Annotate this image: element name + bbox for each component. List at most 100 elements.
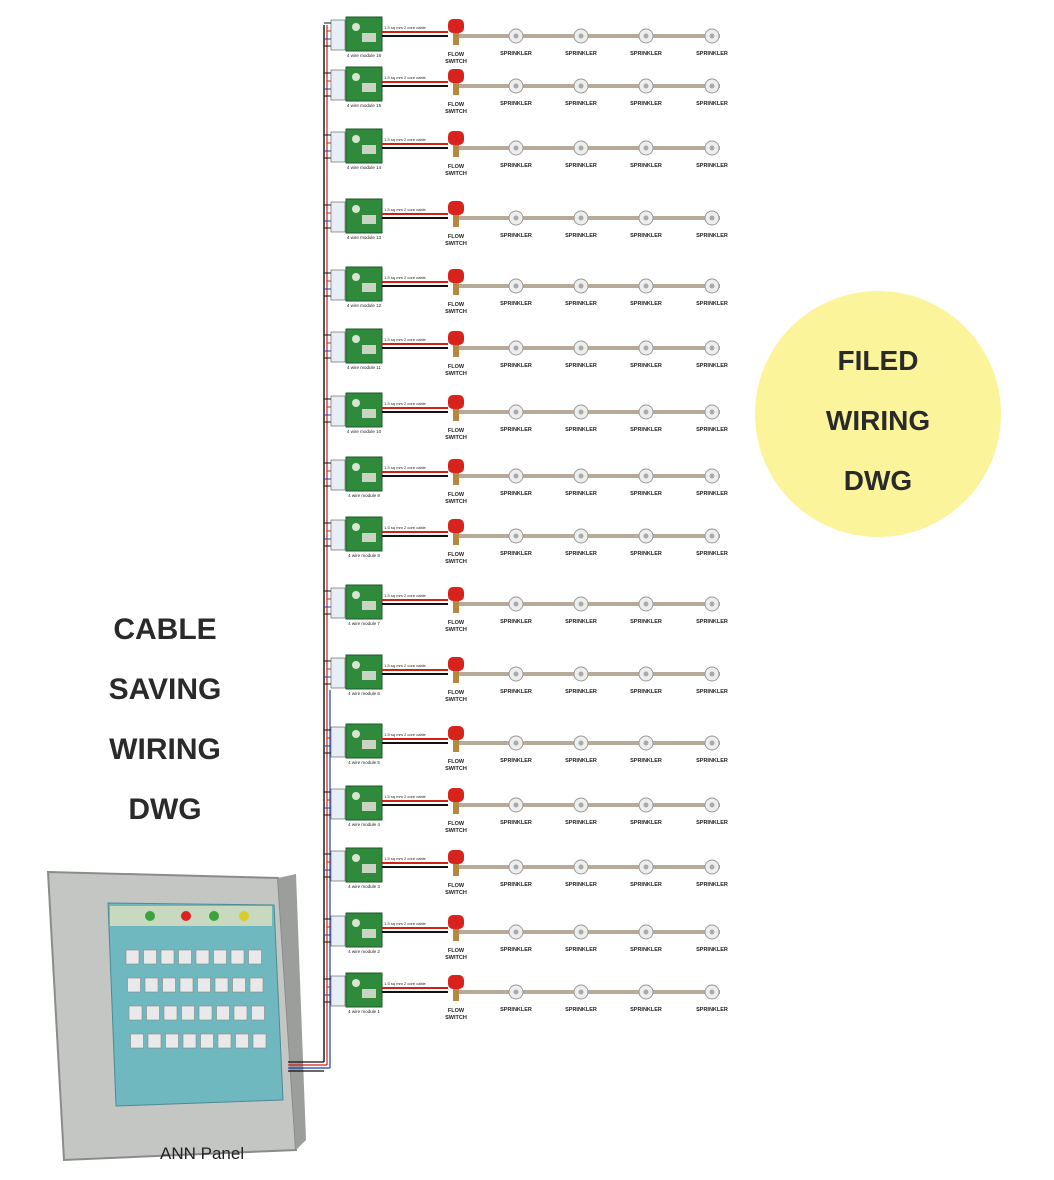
flow-switch-head [448, 69, 464, 83]
flow-switch-head [448, 850, 464, 864]
cable-note: 1.5 sq mm 2 core cable [384, 856, 426, 861]
module-chip [362, 533, 376, 542]
panel-zone-window [178, 949, 192, 965]
zone-row: 4 wire module 21.5 sq mm 2 core cableFLO… [324, 912, 728, 961]
flow-switch-label: FLOW [448, 948, 465, 954]
module-relay [352, 792, 360, 800]
module-chip [362, 989, 376, 998]
flow-switch-head [448, 269, 464, 283]
module-relay [352, 205, 360, 213]
sprinkler-center [709, 533, 715, 539]
panel-zone-window [160, 949, 175, 965]
flow-switch-stem [453, 283, 459, 295]
sprinkler-center [513, 33, 519, 39]
terminal-block [330, 131, 346, 163]
zone-row: 4 wire module 101.5 sq mm 2 core cableFL… [324, 392, 728, 441]
module-relay [352, 135, 360, 143]
terminal-block [330, 459, 346, 491]
sprinkler-label: SPRINKLER [500, 427, 532, 433]
panel-indicator-lamp [145, 911, 155, 921]
cable-note: 1.5 sq mm 2 core cable [384, 207, 426, 212]
module-relay [352, 73, 360, 81]
cable-note: 1.5 sq mm 2 core cable [384, 525, 426, 530]
panel-zone-window [248, 949, 262, 965]
flow-switch-label: SWITCH [445, 697, 467, 703]
sprinkler-center [513, 601, 519, 607]
zone-row: 4 wire module 11.5 sq mm 2 core cableFLO… [324, 972, 728, 1021]
flow-switch-stem [453, 533, 459, 545]
sprinkler-center [709, 145, 715, 151]
flow-switch-stem [453, 33, 459, 45]
panel-zone-window [147, 1033, 162, 1049]
panel-zone-window [162, 977, 176, 993]
terminal-block [330, 331, 346, 363]
module-label: 4 wire module 1 [348, 1009, 380, 1014]
zone-row: 4 wire module 91.5 sq mm 2 core cableFLO… [324, 456, 728, 505]
sprinkler-label: SPRINKLER [630, 51, 662, 57]
filed-line-2: WIRING [825, 405, 931, 436]
flow-switch-label: FLOW [448, 821, 465, 827]
module-chip [362, 83, 376, 92]
sprinkler-label: SPRINKLER [630, 947, 662, 953]
sprinkler-label: SPRINKLER [630, 689, 662, 695]
module-label: 4 wire module 3 [348, 884, 380, 889]
sprinkler-label: SPRINKLER [565, 619, 597, 625]
sprinkler-label: SPRINKLER [500, 1007, 532, 1013]
flow-switch-label: SWITCH [445, 499, 467, 505]
flow-switch-label: SWITCH [445, 109, 467, 115]
sprinkler-label: SPRINKLER [696, 301, 728, 307]
cable-note: 1.5 sq mm 2 core cable [384, 337, 426, 342]
filed-wiring-badge: FILED WIRING DWG [755, 291, 1001, 537]
sprinkler-label: SPRINKLER [565, 758, 597, 764]
sprinkler-label: SPRINKLER [696, 233, 728, 239]
module-label: 4 wire module 10 [347, 429, 382, 434]
module-chip [362, 345, 376, 354]
sprinkler-label: SPRINKLER [500, 619, 532, 625]
flow-switch-stem [453, 802, 459, 814]
module-chip [362, 409, 376, 418]
sprinkler-label: SPRINKLER [696, 163, 728, 169]
module-label: 4 wire module 7 [348, 621, 380, 626]
flow-switch-label: SWITCH [445, 435, 467, 441]
sprinkler-label: SPRINKLER [500, 301, 532, 307]
flow-switch-label: FLOW [448, 364, 465, 370]
module-label: 4 wire module 14 [347, 165, 382, 170]
sprinkler-center [709, 802, 715, 808]
ann-panel [46, 870, 330, 1162]
sprinkler-label: SPRINKLER [696, 1007, 728, 1013]
sprinkler-label: SPRINKLER [696, 427, 728, 433]
cable-note: 1.5 sq mm 2 core cable [384, 401, 426, 406]
panel-zone-window [144, 977, 159, 993]
sprinkler-label: SPRINKLER [630, 551, 662, 557]
zone-row: 4 wire module 151.5 sq mm 2 core cableFL… [324, 66, 728, 115]
flow-switch-label: SWITCH [445, 309, 467, 315]
sprinkler-center [709, 283, 715, 289]
sprinkler-center [513, 740, 519, 746]
sprinkler-label: SPRINKLER [500, 689, 532, 695]
module-label: 4 wire module 9 [348, 493, 380, 498]
flow-switch-head [448, 915, 464, 929]
title-line-1: CABLE [113, 613, 217, 646]
sprinkler-label: SPRINKLER [565, 491, 597, 497]
sprinkler-center [709, 83, 715, 89]
sprinkler-label: SPRINKLER [565, 51, 597, 57]
sprinkler-label: SPRINKLER [500, 51, 532, 57]
module-relay [352, 463, 360, 471]
sprinkler-center [578, 533, 584, 539]
module-label: 4 wire module 4 [348, 822, 380, 827]
sprinkler-label: SPRINKLER [500, 882, 532, 888]
flow-switch-head [448, 19, 464, 33]
flow-switch-label: SWITCH [445, 955, 467, 961]
terminal-block [330, 201, 346, 233]
module-relay [352, 661, 360, 669]
cable-note: 1.5 sq mm 2 core cable [384, 137, 426, 142]
sprinkler-center [578, 473, 584, 479]
module-label: 4 wire module 11 [347, 365, 381, 370]
sprinkler-label: SPRINKLER [630, 101, 662, 107]
module-chip [362, 864, 376, 873]
sprinkler-center [643, 409, 649, 415]
sprinkler-label: SPRINKLER [696, 758, 728, 764]
sprinkler-label: SPRINKLER [500, 947, 532, 953]
panel-zone-window [165, 1033, 179, 1049]
sprinkler-center [578, 989, 584, 995]
